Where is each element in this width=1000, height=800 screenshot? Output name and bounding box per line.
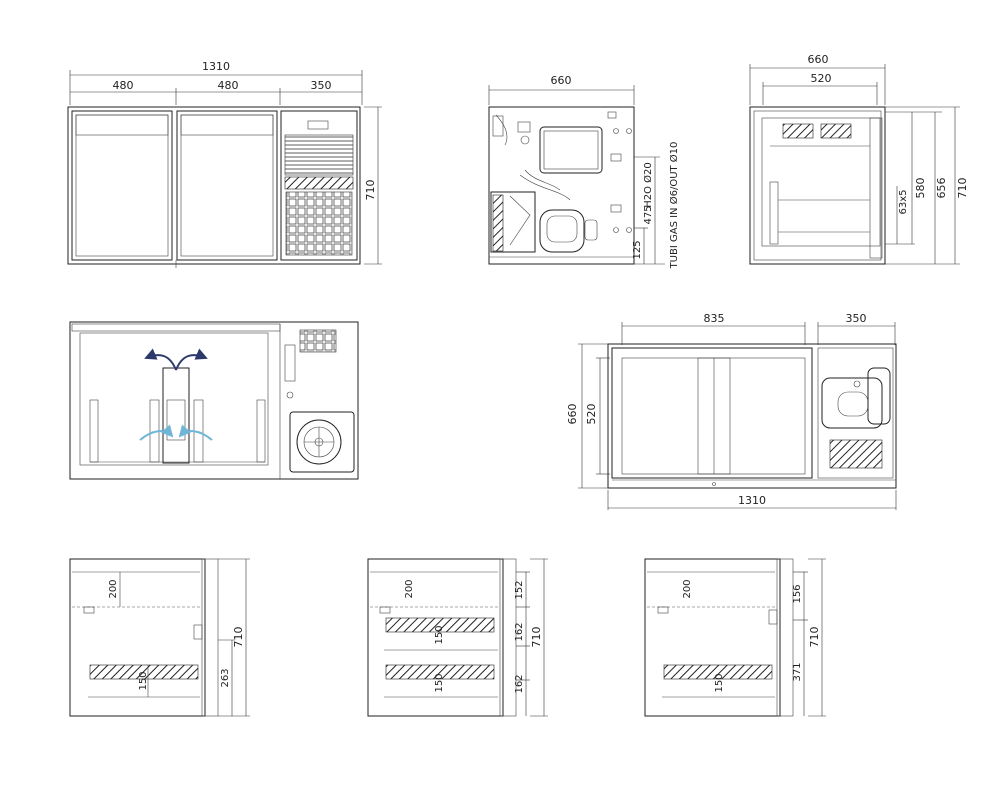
section-2: 200 150 150 152 162 162 710 <box>367 558 548 717</box>
plan-depth-520: 520 <box>585 404 598 425</box>
s2-dim-150a: 150 <box>434 625 445 644</box>
front-door2-width: 480 <box>218 79 239 92</box>
plan-width-835: 835 <box>704 312 725 325</box>
right-dim-656: 656 <box>935 178 948 199</box>
rear-airflow-view <box>69 321 359 480</box>
front-view: 1310 480 480 350 710 <box>67 60 382 268</box>
right-view: 660 520 63x5 580 656 710 <box>749 53 969 265</box>
plan-width-350: 350 <box>846 312 867 325</box>
right-inner: 520 <box>811 72 832 85</box>
s3-dim-710: 710 <box>808 627 821 648</box>
plan-overall: 1310 <box>738 494 766 507</box>
side-depth: 660 <box>551 74 572 87</box>
front-height: 710 <box>364 180 377 201</box>
side-view: 660 125 475 H2O Ø20 TUBI <box>488 74 680 270</box>
side-dim-475: 475 <box>643 205 654 224</box>
section-1: 200 150 263 710 <box>69 558 250 717</box>
right-outer: 660 <box>808 53 829 66</box>
s2-dim-162a: 162 <box>514 622 525 641</box>
s2-dim-150b: 150 <box>434 673 445 692</box>
s2-dim-200: 200 <box>404 579 415 598</box>
plan-view: 835 350 660 520 1310 <box>566 312 897 510</box>
s2-dim-162b: 162 <box>514 674 525 693</box>
front-panel-width: 350 <box>311 79 332 92</box>
side-h2o: H2O Ø20 <box>642 162 654 208</box>
s1-dim-200: 200 <box>108 579 119 598</box>
right-dim-63x5: 63x5 <box>898 189 909 214</box>
s3-dim-200: 200 <box>682 579 693 598</box>
right-dim-580: 580 <box>914 178 927 199</box>
s1-dim-150: 150 <box>138 671 149 690</box>
s2-dim-152: 152 <box>514 580 525 599</box>
front-door1-width: 480 <box>113 79 134 92</box>
plan-depth-660: 660 <box>566 404 579 425</box>
side-dim-125: 125 <box>632 240 643 259</box>
section-3: 200 150 156 371 710 <box>644 558 826 717</box>
s2-dim-710: 710 <box>530 627 543 648</box>
s1-dim-263: 263 <box>220 668 231 687</box>
s3-dim-156: 156 <box>792 584 803 603</box>
side-tubi-gas: TUBI GAS IN Ø6/OUT Ø10 <box>668 142 680 270</box>
front-overall-width: 1310 <box>202 60 230 73</box>
s3-dim-150: 150 <box>714 673 725 692</box>
s3-dim-371: 371 <box>792 662 803 681</box>
right-dim-710: 710 <box>956 178 969 199</box>
s1-dim-710: 710 <box>232 627 245 648</box>
